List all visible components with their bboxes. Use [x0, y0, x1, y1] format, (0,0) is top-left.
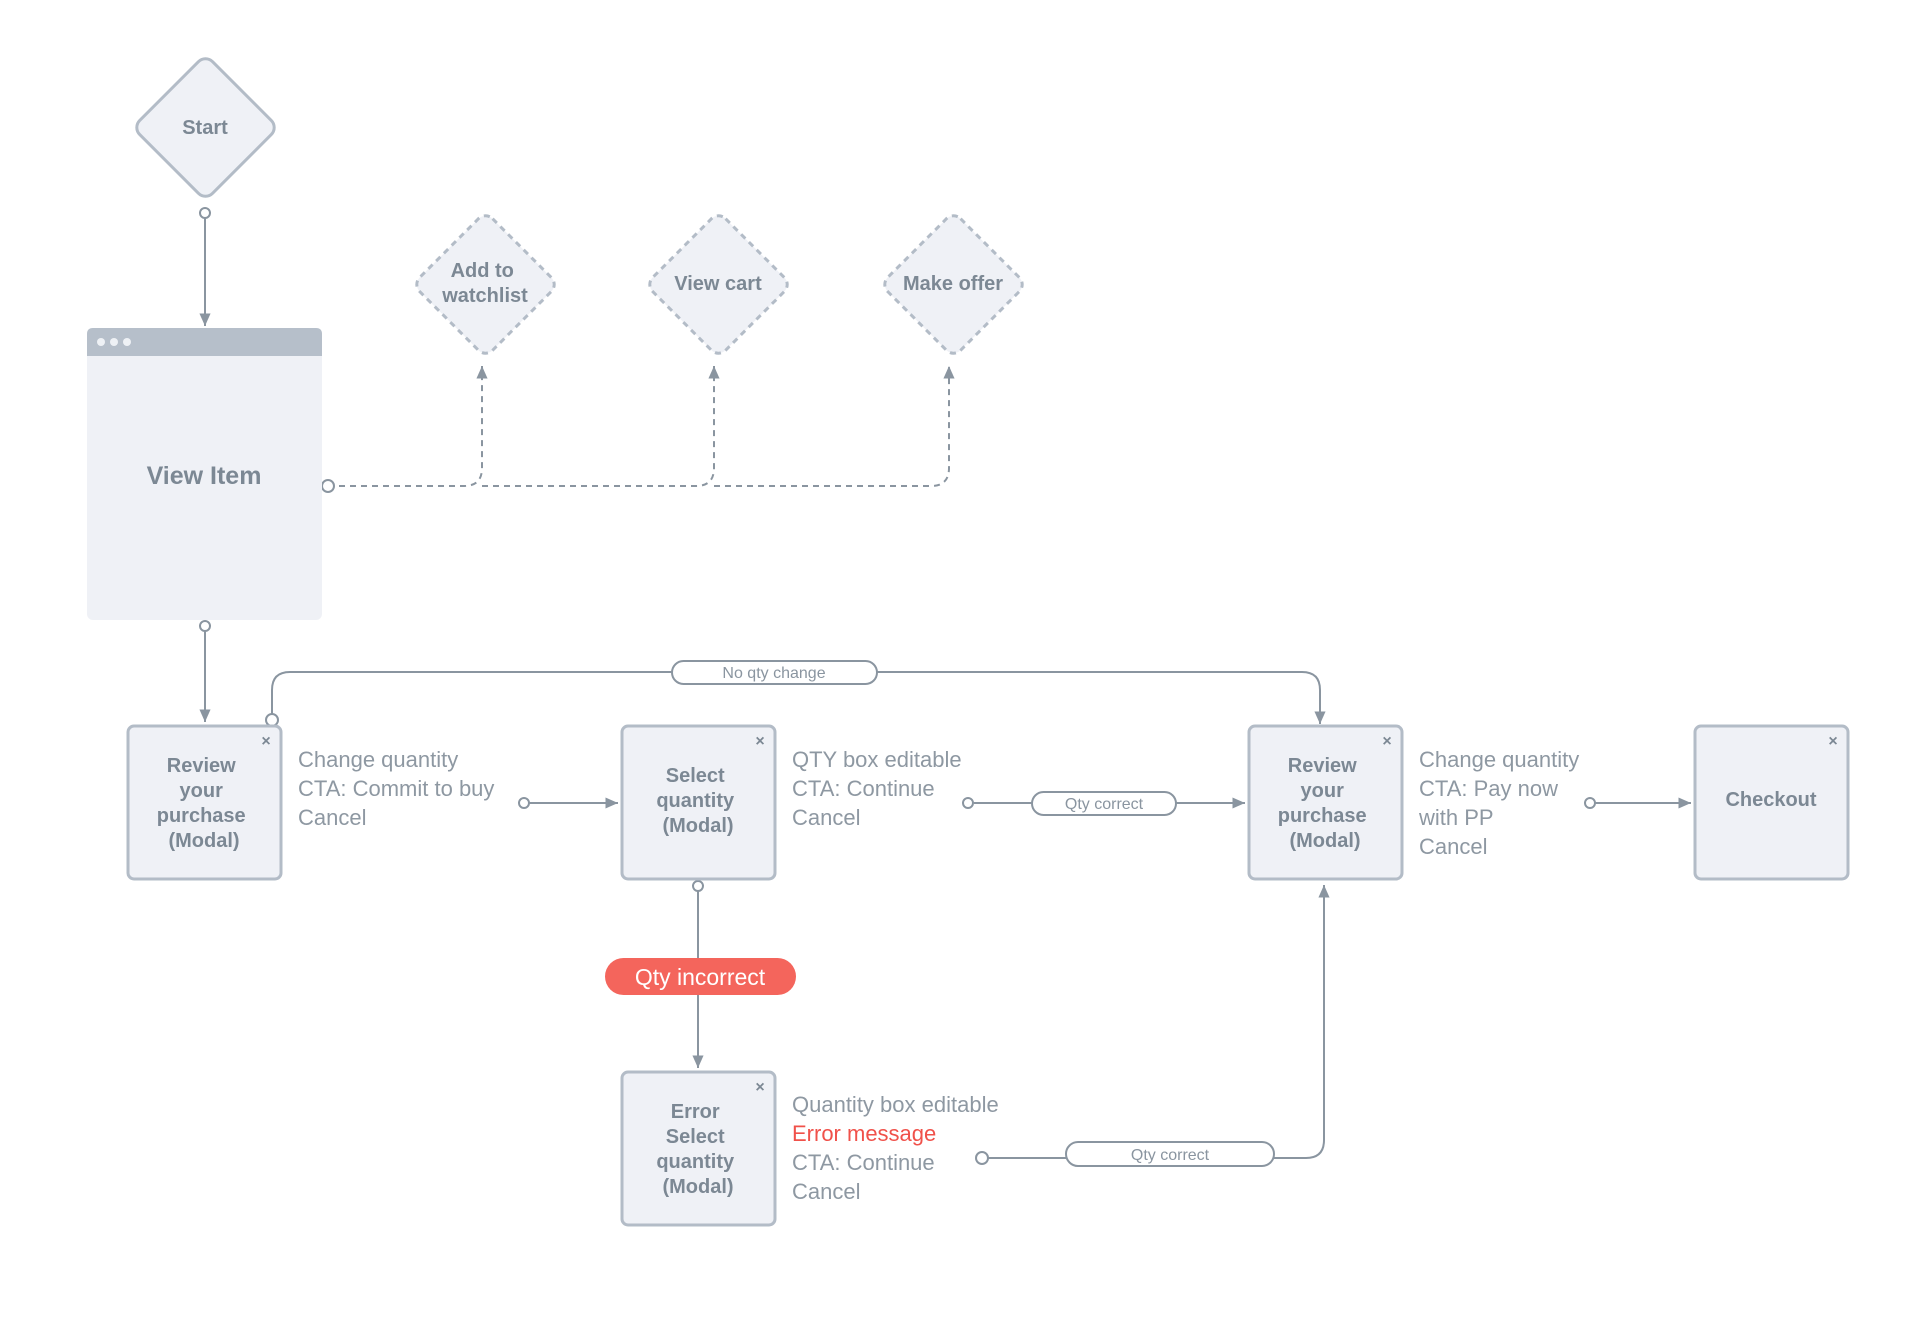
window-dot-icon [123, 338, 131, 346]
endpoint-view-item-bottom [199, 620, 211, 632]
close-icon: × [1382, 733, 1391, 750]
window-dot-icon [97, 338, 105, 346]
connectors [199, 213, 1691, 1159]
close-icon: × [261, 733, 270, 750]
endpoint-select-qty-note [962, 797, 974, 809]
make-offer-label: Make offer [903, 273, 1003, 295]
connector-error-to-review-2 [988, 885, 1330, 1159]
qty-correct-pill-2: Qty correct [1065, 1141, 1275, 1167]
checkout-label: Checkout [1725, 789, 1816, 811]
endpoint-select-qty-bottom [692, 880, 704, 892]
connector-view-item-to-view-cart [482, 366, 720, 487]
window-titlebar [87, 328, 322, 356]
endpoint-review-1-note [518, 797, 530, 809]
close-icon: × [1828, 733, 1837, 750]
view-item-label: View Item [147, 462, 262, 490]
start-node: Start [135, 57, 276, 198]
view-cart-label: View cart [674, 273, 762, 295]
view-item-node: View Item [87, 328, 322, 620]
svg-text:Qty correct: Qty correct [1065, 796, 1144, 813]
window-dot-icon [110, 338, 118, 346]
connector-endpoints [199, 207, 1596, 1165]
endpoint-review-1-top [265, 713, 279, 727]
review-1-label: Review your purchase (Modal) [157, 755, 252, 852]
qty-incorrect-pill: Qty incorrect [605, 958, 796, 995]
connector-view-item-to-watchlist [328, 366, 488, 487]
review-1-notes: Change quantity CTA: Commit to buy Cance… [298, 747, 501, 830]
no-qty-change-pill: No qty change [671, 660, 878, 685]
error-select-quantity-modal: × Error Select quantity (Modal) [620, 1070, 777, 1227]
add-to-watchlist-line-1: Add to [451, 260, 514, 282]
error-message-text: Error message [792, 1121, 936, 1146]
start-label: Start [182, 117, 228, 139]
add-to-watchlist-node: Add to watchlist [415, 214, 556, 355]
endpoint-review-2-note [1584, 797, 1596, 809]
checkout-node: × Checkout [1693, 724, 1850, 881]
select-quantity-modal: × Select quantity (Modal) [620, 724, 777, 881]
endpoint-start [199, 207, 211, 219]
add-to-watchlist-line-2: watchlist [441, 285, 528, 307]
error-select-quantity-notes: Quantity box editable Error message CTA:… [792, 1092, 1005, 1204]
svg-text:Qty incorrect: Qty incorrect [635, 964, 766, 990]
review-2-notes: Change quantity CTA: Pay now with PP Can… [1418, 747, 1585, 859]
review-2-label: Review your purchase (Modal) [1278, 755, 1373, 852]
review-purchase-modal-1: × Review your purchase (Modal) [126, 724, 283, 881]
close-icon: × [755, 1079, 764, 1096]
svg-text:Qty correct: Qty correct [1131, 1147, 1210, 1164]
view-cart-node: View cart [648, 214, 789, 355]
qty-correct-pill-1: Qty correct [1031, 791, 1177, 816]
select-quantity-label: Select quantity (Modal) [656, 765, 739, 837]
endpoint-error-note [975, 1151, 989, 1165]
endpoint-view-item-right [321, 479, 335, 493]
review-purchase-modal-2: × Review your purchase (Modal) [1247, 724, 1404, 881]
close-icon: × [755, 733, 764, 750]
error-select-quantity-label: Error Select quantity (Modal) [656, 1101, 739, 1198]
select-quantity-notes: QTY box editable CTA: Continue Cancel [792, 747, 968, 830]
add-to-watchlist-label: Add to watchlist [441, 260, 528, 307]
svg-text:No qty change: No qty change [722, 665, 825, 682]
connector-view-item-to-make-offer [714, 366, 955, 487]
make-offer-node: Make offer [883, 214, 1024, 355]
